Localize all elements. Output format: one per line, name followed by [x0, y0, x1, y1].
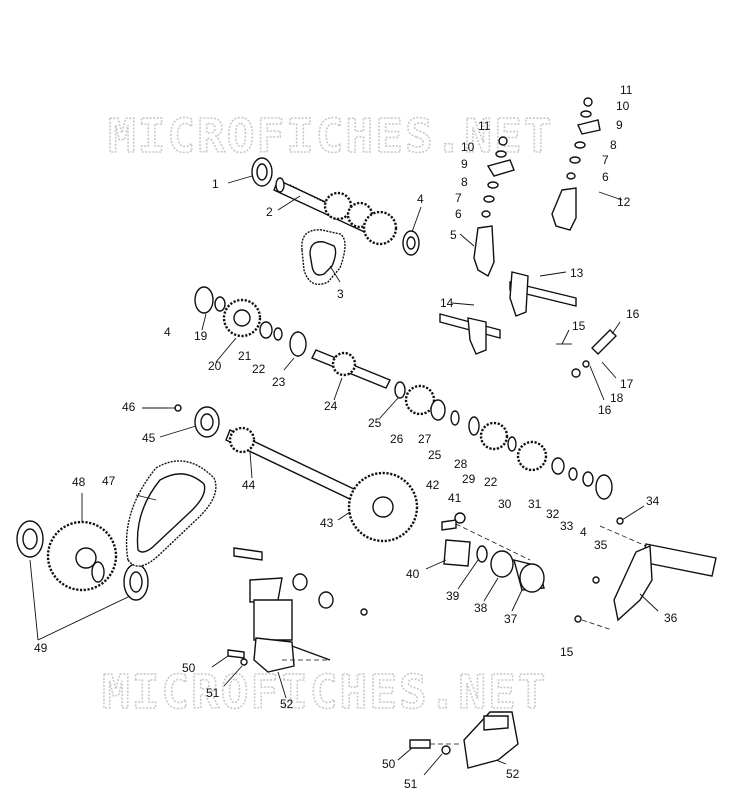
- plate-40: [443, 539, 471, 567]
- callout-12: 12: [617, 195, 631, 209]
- callout-28: 28: [454, 457, 468, 471]
- leader-lines: [29, 175, 659, 776]
- cover-plate-36: [574, 517, 717, 623]
- callout-7: 7: [602, 153, 609, 167]
- countershaft-group: [194, 286, 613, 500]
- centerlines: [282, 523, 647, 745]
- callout-22: 22: [252, 362, 266, 376]
- callout-50: 50: [182, 661, 196, 675]
- callout-4: 4: [580, 525, 587, 539]
- callout-16: 16: [598, 403, 612, 417]
- bearing-4-right: [595, 474, 613, 500]
- gear-29: [479, 421, 509, 451]
- callout-47: 47: [102, 474, 116, 488]
- callout-27: 27: [418, 432, 432, 446]
- output-shaft-group: [168, 404, 545, 593]
- bearing-4-top: [402, 230, 420, 256]
- callout-16: 16: [626, 307, 640, 321]
- gear-30: [516, 440, 548, 472]
- callout-9: 9: [616, 118, 623, 132]
- callout-21: 21: [238, 349, 252, 363]
- callout-4: 4: [164, 325, 171, 339]
- callout-42: 42: [426, 478, 440, 492]
- callout-52: 52: [506, 767, 520, 781]
- callout-8: 8: [610, 138, 617, 152]
- callout-45: 45: [142, 431, 156, 445]
- idler-assembly: [227, 547, 368, 673]
- input-shaft-group: [251, 157, 420, 285]
- bracket-52-upper: [253, 637, 295, 673]
- callout-37: 37: [504, 612, 518, 626]
- callout-25: 25: [368, 416, 382, 430]
- callout-11: 11: [478, 119, 491, 133]
- chain-3: [301, 229, 346, 285]
- shift-shaft-13: [509, 271, 577, 317]
- callout-51: 51: [206, 686, 220, 700]
- callout-50: 50: [382, 757, 396, 771]
- callout-35: 35: [594, 538, 608, 552]
- callout-9: 9: [461, 157, 468, 171]
- callout-13: 13: [570, 266, 584, 280]
- callout-44: 44: [242, 478, 256, 492]
- bearing-1: [251, 157, 273, 187]
- callout-48: 48: [72, 475, 86, 489]
- callout-23: 23: [272, 375, 286, 389]
- callout-7: 7: [455, 191, 462, 205]
- shift-fork-assembly-right: [551, 97, 601, 231]
- callout-6: 6: [455, 207, 462, 221]
- callout-30: 30: [498, 497, 512, 511]
- callout-14: 14: [440, 296, 454, 310]
- callout-25: 25: [428, 448, 442, 462]
- callout-22: 22: [484, 475, 498, 489]
- bearing-4-mid: [194, 286, 214, 314]
- callout-15: 15: [560, 645, 574, 659]
- callout-52: 52: [280, 697, 294, 711]
- callout-36: 36: [664, 611, 678, 625]
- callout-6: 6: [602, 170, 609, 184]
- lower-bracket-assembly: [409, 711, 519, 769]
- callout-39: 39: [446, 589, 460, 603]
- shift-fork-assembly-left: [473, 136, 515, 278]
- callout-41: 41: [448, 491, 462, 505]
- callout-10: 10: [616, 99, 630, 113]
- callout-49: 49: [34, 641, 48, 655]
- seal-38: [490, 550, 514, 578]
- gear-24: [331, 351, 357, 377]
- callout-17: 17: [620, 377, 634, 391]
- shift-shaft-14: [439, 313, 501, 355]
- callout-15: 15: [572, 319, 586, 333]
- callout-3: 3: [337, 287, 344, 301]
- left-drive-group: [16, 460, 217, 601]
- callout-43: 43: [320, 516, 334, 530]
- callout-33: 33: [560, 519, 574, 533]
- callout-24: 24: [324, 399, 338, 413]
- callout-38: 38: [474, 601, 488, 615]
- callout-46: 46: [122, 400, 136, 414]
- callout-20: 20: [208, 359, 222, 373]
- callout-8: 8: [461, 175, 468, 189]
- callout-40: 40: [406, 567, 420, 581]
- callout-4: 4: [417, 192, 424, 206]
- callout-2: 2: [266, 205, 273, 219]
- callout-10: 10: [461, 140, 475, 154]
- gear-26: [404, 384, 436, 416]
- watermark-bottom: MICROFICHES.NET: [102, 665, 547, 719]
- callout-19: 19: [194, 329, 208, 343]
- callout-29: 29: [462, 472, 476, 486]
- callout-1: 1: [212, 177, 219, 191]
- callout-11: 11: [620, 83, 633, 97]
- callout-51: 51: [404, 777, 418, 791]
- shaft-gear-a: [323, 191, 353, 221]
- shaft-gear-c: [362, 210, 398, 246]
- detent-assembly: [556, 329, 617, 378]
- callout-labels: 1 2 3 4 4 4 5 6 6 7 7 8 8 9 9 10 10 11 1…: [34, 83, 678, 791]
- callout-32: 32: [546, 507, 560, 521]
- watermark-top: MICROFICHES.NET: [108, 109, 553, 163]
- callout-26: 26: [390, 432, 404, 446]
- callout-34: 34: [646, 494, 660, 508]
- callout-18: 18: [610, 391, 624, 405]
- callout-31: 31: [528, 497, 542, 511]
- callout-5: 5: [450, 228, 457, 242]
